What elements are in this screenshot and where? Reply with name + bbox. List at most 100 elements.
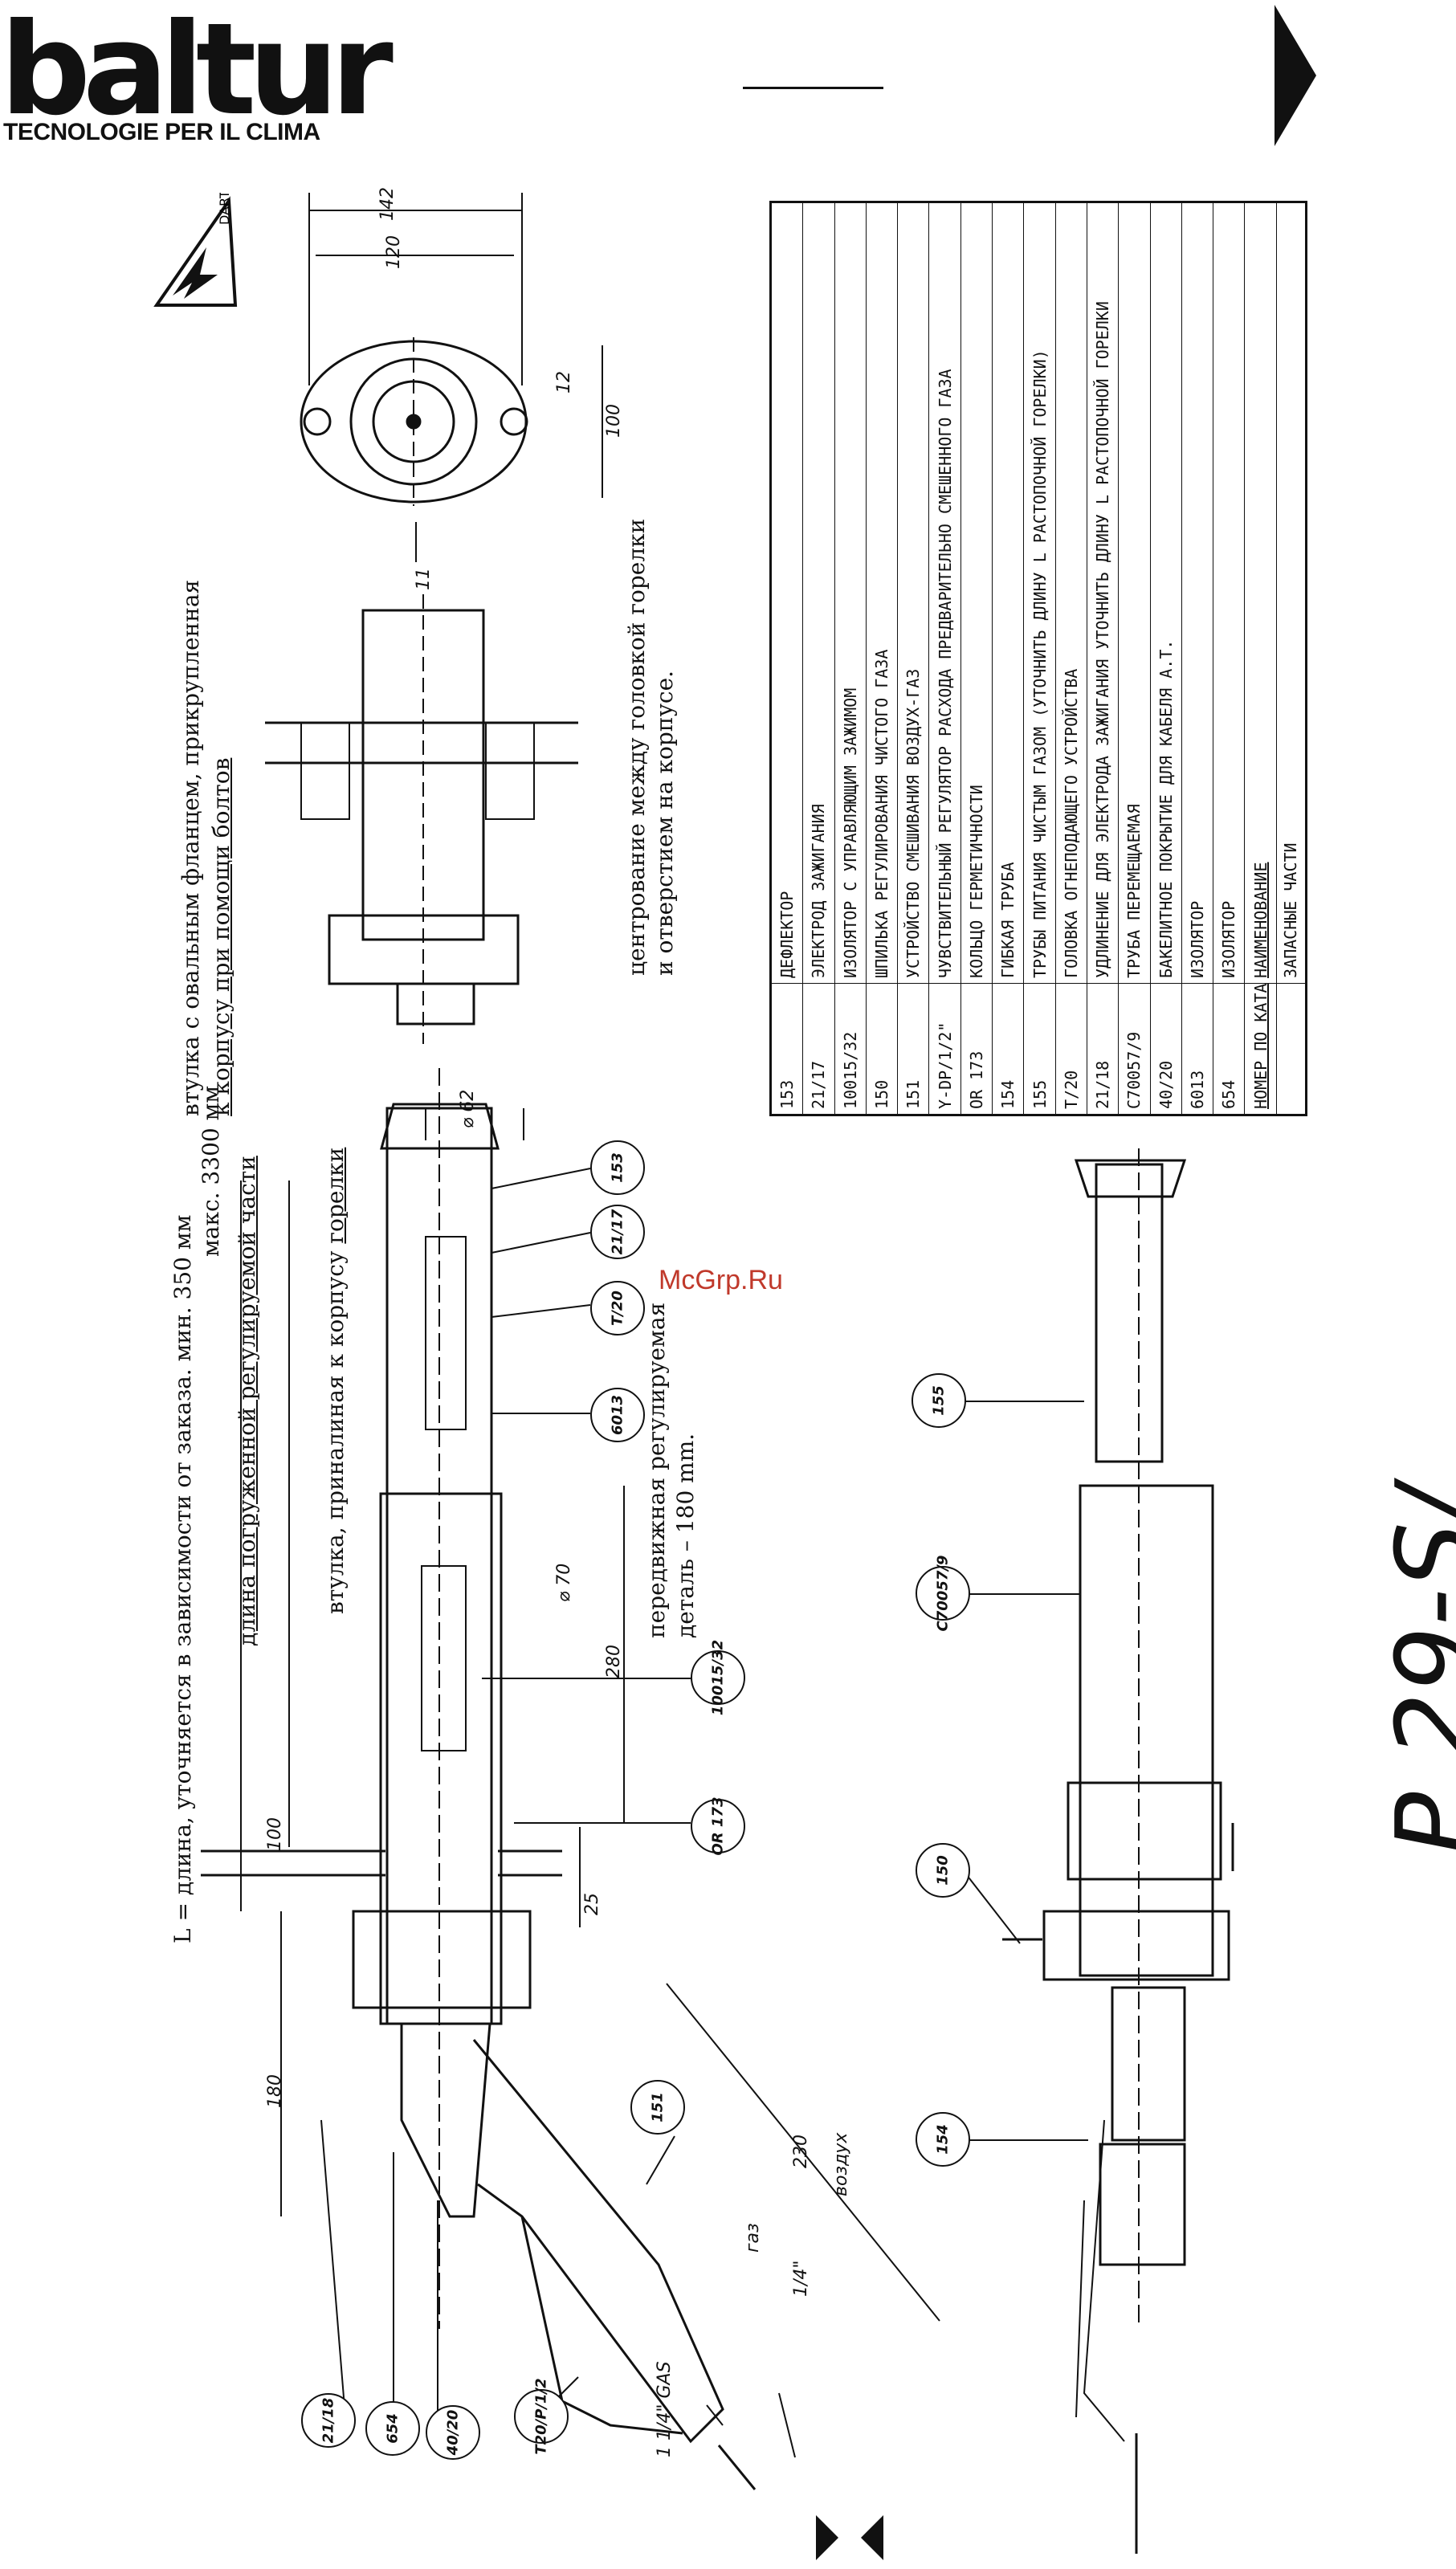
dim-1-1-4: 1 1/4" GAS xyxy=(655,2361,675,2457)
part-name: ИЗОЛЯТОР xyxy=(1213,202,1245,984)
part-code: 150 xyxy=(866,983,898,1115)
label-gas-inlet: газ xyxy=(743,2223,763,2253)
note-movable-2: деталь – 180 mm. xyxy=(672,1433,699,1638)
part-code: 153 xyxy=(771,983,803,1115)
dim-62: ⌀ 62 xyxy=(458,1089,478,1128)
note-centering-2: и отверстием на корпусе. xyxy=(651,670,678,976)
note-length-line1: L = длина, уточняется в зависимости от з… xyxy=(169,1214,196,1943)
next-page-arrow-icon[interactable] xyxy=(1275,5,1316,146)
balloon-153: 153 xyxy=(590,1140,645,1195)
part-name: ГИБКАЯ ТРУБА xyxy=(992,202,1024,984)
dim-100-flange: 100 xyxy=(604,404,624,438)
brand-logo: baltur xyxy=(0,0,394,144)
balloon-t-20: T/20 xyxy=(590,1281,645,1335)
part-code: 155 xyxy=(1023,983,1056,1115)
balloon-155: 155 xyxy=(912,1373,966,1428)
brand-tagline: TECNOLOGIE PER IL CLIMA xyxy=(3,119,320,145)
part-code: 21/17 xyxy=(802,983,835,1115)
dim-25: 25 xyxy=(582,1893,602,1915)
part-name: КОЛЬЦО ГЕРМЕТИЧНОСТИ xyxy=(960,202,993,984)
table-caption-row: ЗАПАСНЫЕ ЧАСТИ xyxy=(1276,202,1306,1115)
balloon-t20p: T20/P/1/2 xyxy=(514,2378,569,2455)
part-name: ИЗОЛЯТОР xyxy=(1181,202,1213,984)
nav-forward-arrow-icon[interactable] xyxy=(816,2515,838,2560)
note-movable-1: передвижная регулируемая xyxy=(643,1302,670,1638)
balloon-40-20: 40/20 xyxy=(426,2405,480,2460)
caption-blank xyxy=(1276,983,1306,1115)
nav-back-arrow-icon[interactable] xyxy=(861,2515,883,2560)
part-name: ЧУВСТВИТЕЛЬНЫЙ РЕГУЛЯТОР РАСХОДА ПРЕДВАР… xyxy=(928,202,961,984)
part-name: ШПИЛЬКА РЕГУЛИРОВАНИЯ ЧИСТОГО ГАЗА xyxy=(866,202,898,984)
part-code: 151 xyxy=(897,983,929,1115)
svg-text:DART: DART xyxy=(217,193,232,225)
balloon-21-17: 21/17 xyxy=(590,1205,645,1259)
dim-11: 11 xyxy=(414,568,434,590)
part-code: 10015/32 xyxy=(834,983,867,1115)
header-name: НАИМЕНОВАНИЕ xyxy=(1244,202,1277,984)
balloon-10015-32: 10015/32 xyxy=(691,1640,745,1715)
note-length: L = длина, уточняется в зависимости от з… xyxy=(169,1215,198,1943)
header-rule xyxy=(743,87,883,89)
table-row: Y-DP/1/2"ЧУВСТВИТЕЛЬНЫЙ РЕГУЛЯТОР РАСХОД… xyxy=(928,202,961,1115)
balloon-or-173: OR 173 xyxy=(691,1796,745,1856)
watermark: McGrp.Ru xyxy=(659,1265,783,1295)
part-name: УДЛИНЕНИЕ ДЛЯ ЭЛЕКТРОДА ЗАЖИГАНИЯ УТОЧНИ… xyxy=(1087,202,1119,984)
dim-180: 180 xyxy=(265,2074,285,2108)
note-flange-2: к корпусу при помощи болтов xyxy=(208,757,235,1116)
table-caption: ЗАПАСНЫЕ ЧАСТИ xyxy=(1276,202,1306,984)
part-name: ТРУБЫ ПИТАНИЯ ЧИСТЫМ ГАЗОМ (УТОЧНИТЬ ДЛИ… xyxy=(1023,202,1056,984)
header-code: НОМЕР ПО КАТАЛОГУ xyxy=(1244,983,1277,1115)
note-flange-1: втулка с овальным фланцем, прикрупленная xyxy=(177,579,204,1116)
balloon-154: 154 xyxy=(916,2112,970,2167)
dim-142: 142 xyxy=(377,187,398,221)
note-immersed-length: длина погруженной регулируемой части xyxy=(234,1156,260,1646)
part-name: ГОЛОВКА ОГНЕПОДАЮЩЕГО УСТРОЙСТВА xyxy=(1055,202,1087,984)
part-code: 21/18 xyxy=(1087,983,1119,1115)
part-code: 154 xyxy=(992,983,1024,1115)
part-code: OR 173 xyxy=(960,983,993,1115)
part-code: 40/20 xyxy=(1150,983,1182,1115)
model-title: P 29-S/...... xyxy=(1373,1287,1456,1855)
part-code: 654 xyxy=(1213,983,1245,1115)
balloon-654: 654 xyxy=(365,2401,420,2456)
part-code: C70057/9 xyxy=(1118,983,1151,1115)
part-code: 6013 xyxy=(1181,983,1213,1115)
dim-1-4: 1/4" xyxy=(791,2260,811,2297)
part-name: ДЕФЛЕКТОР xyxy=(771,202,803,984)
part-name: ТРУБА ПЕРЕМЕЩАЕМАЯ xyxy=(1118,202,1151,984)
dim-70: ⌀ 70 xyxy=(554,1563,574,1602)
part-name: ИЗОЛЯТОР С УПРАВЛЯЮЩИМ ЗАЖИМОМ xyxy=(834,202,867,984)
note-sleeve-text: втулка, приналиная к корпусу xyxy=(322,1250,349,1614)
balloon-c70057-9: C70057/9 xyxy=(916,1556,970,1631)
part-name: ЭЛЕКТРОД ЗАЖИГАНИЯ xyxy=(802,202,835,984)
note-centering-1: центрование между головкой горелки xyxy=(623,518,650,976)
part-code: Y-DP/1/2" xyxy=(928,983,961,1115)
balloon-6013: 6013 xyxy=(590,1388,645,1442)
dim-230: 230 xyxy=(791,2135,811,2168)
balloon-21-18: 21/18 xyxy=(301,2393,356,2448)
part-code: T/20 xyxy=(1055,983,1087,1115)
dim-12: 12 xyxy=(554,371,574,394)
balloon-151: 151 xyxy=(630,2080,685,2135)
note-sleeve-attached: втулка, приналиная к корпусу горелки xyxy=(321,1148,350,1614)
page-nav-bottom xyxy=(803,2515,899,2560)
dart-emblem-icon: DART xyxy=(153,193,238,307)
dim-100: 100 xyxy=(265,1817,285,1851)
